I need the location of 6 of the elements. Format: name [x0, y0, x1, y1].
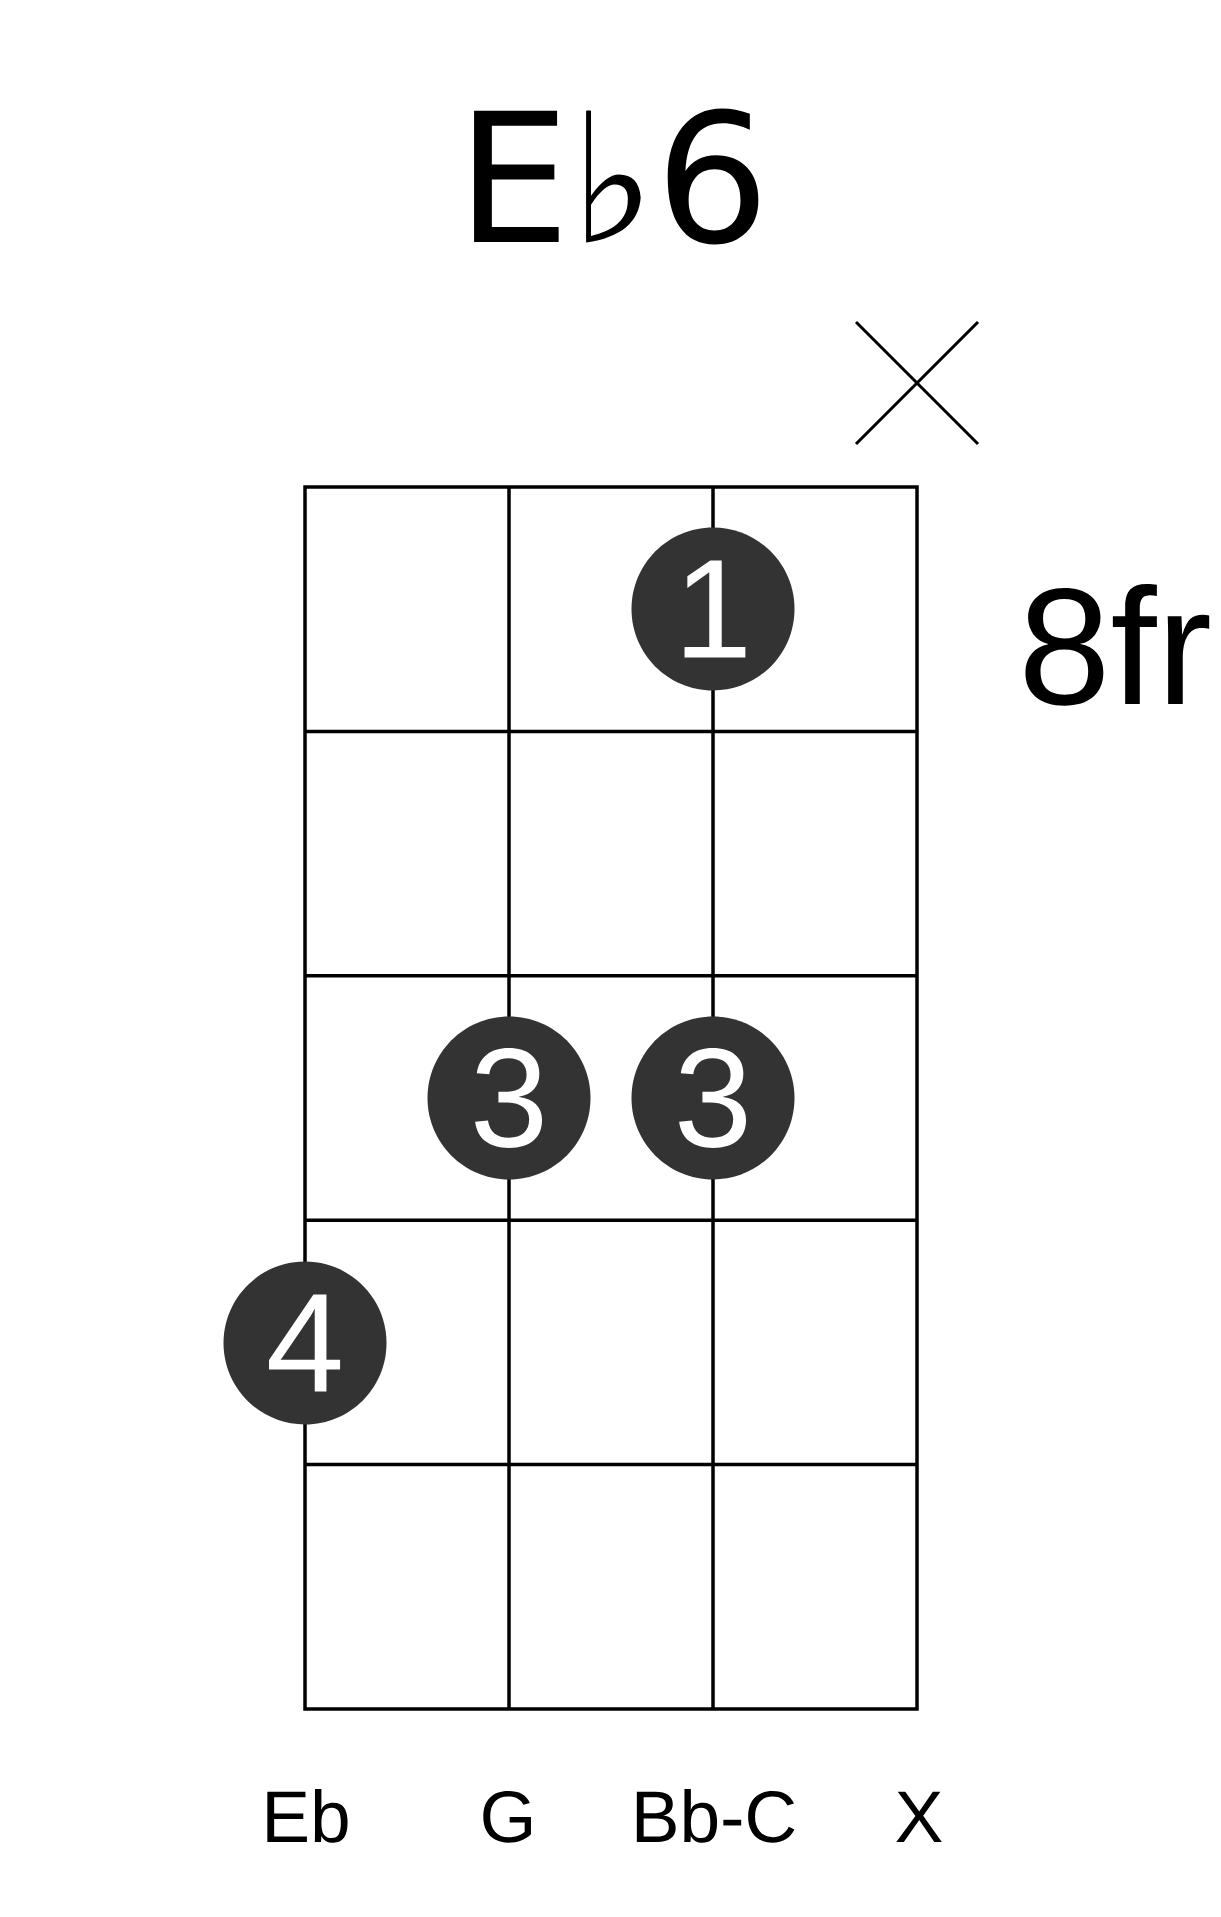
string-name-label: G [483, 1791, 531, 1843]
string-name-label: Bb-C [636, 1789, 795, 1843]
string-name-label: Eb [267, 1789, 348, 1843]
fret-number-label: 8fr [1025, 583, 1210, 706]
string-name-label: X [896, 1791, 942, 1842]
chord-title: E♭6 [474, 108, 759, 245]
